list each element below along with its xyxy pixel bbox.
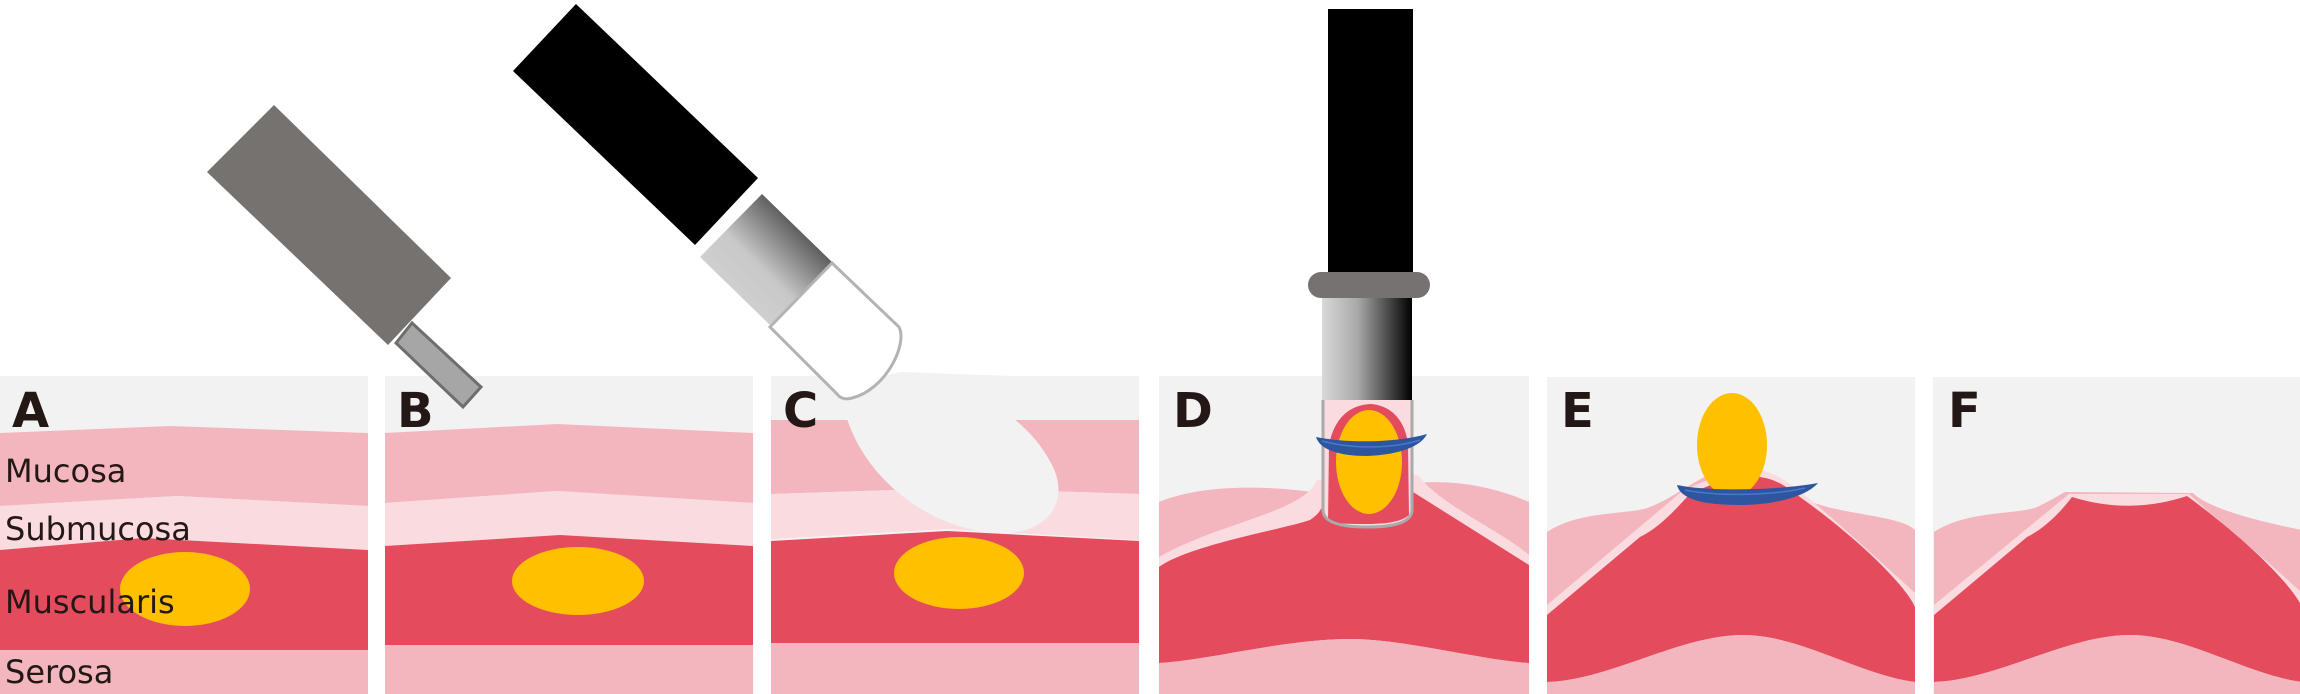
layer-label-muscularis: Muscularis [5, 583, 175, 621]
tumor [512, 547, 644, 615]
tumor [120, 552, 250, 626]
serosa-layer [1934, 635, 2300, 694]
panel-b: B [385, 376, 753, 694]
layer-label-submucosa: Submucosa [5, 510, 191, 548]
ligation-band [1316, 434, 1427, 456]
mucosa-layer [385, 424, 753, 503]
panel-e: E [1547, 377, 1915, 694]
serosa-layer [385, 645, 753, 694]
panel-label-a: A [12, 383, 49, 439]
muscularis-layer [1934, 496, 2300, 682]
panel-a: A Mucosa Submucosa Muscularis Serosa [0, 376, 368, 694]
mucosal-incision-flap [845, 372, 1059, 534]
ligation-band-highlight [1684, 487, 1806, 496]
panel-label-c: C [783, 383, 818, 439]
serosa-layer [771, 643, 1139, 694]
needle-tip [393, 320, 484, 410]
panel-c: C [771, 372, 1139, 694]
endoscope-tip [700, 194, 832, 325]
submucosa-layer [385, 491, 753, 546]
submucosa-layer [0, 496, 368, 550]
endoscope-collar [1308, 272, 1430, 298]
serosa-layer [1547, 635, 1915, 694]
ligation-band-highlight [1321, 439, 1421, 448]
endoscope-shaft [1328, 9, 1413, 276]
panel-f: F [1933, 377, 2300, 694]
tumor [1697, 393, 1767, 497]
injection-needle [207, 105, 484, 410]
panel-label-e: E [1561, 383, 1594, 439]
panel-label-b: B [397, 383, 434, 439]
panel-label-f: F [1948, 383, 1981, 439]
mucosa-layer [0, 426, 368, 506]
cap-outline [1321, 400, 1414, 529]
tumor [894, 537, 1024, 609]
transparent-cap [767, 260, 903, 401]
endoscope-tip [1322, 298, 1412, 400]
serosa-layer [1159, 638, 1529, 694]
needle-catheter [207, 105, 451, 345]
panel-label-d: D [1173, 383, 1213, 439]
muscularis-layer [1547, 476, 1915, 682]
serosa-layer [0, 650, 368, 694]
panel-d: D [1159, 9, 1529, 694]
layer-label-serosa: Serosa [5, 653, 113, 691]
endoscope-angled [513, 4, 903, 401]
tumor [1336, 410, 1402, 514]
layer-label-mucosa: Mucosa [5, 452, 126, 490]
muscularis-layer [1159, 492, 1529, 663]
endoscope-shaft [513, 4, 758, 245]
